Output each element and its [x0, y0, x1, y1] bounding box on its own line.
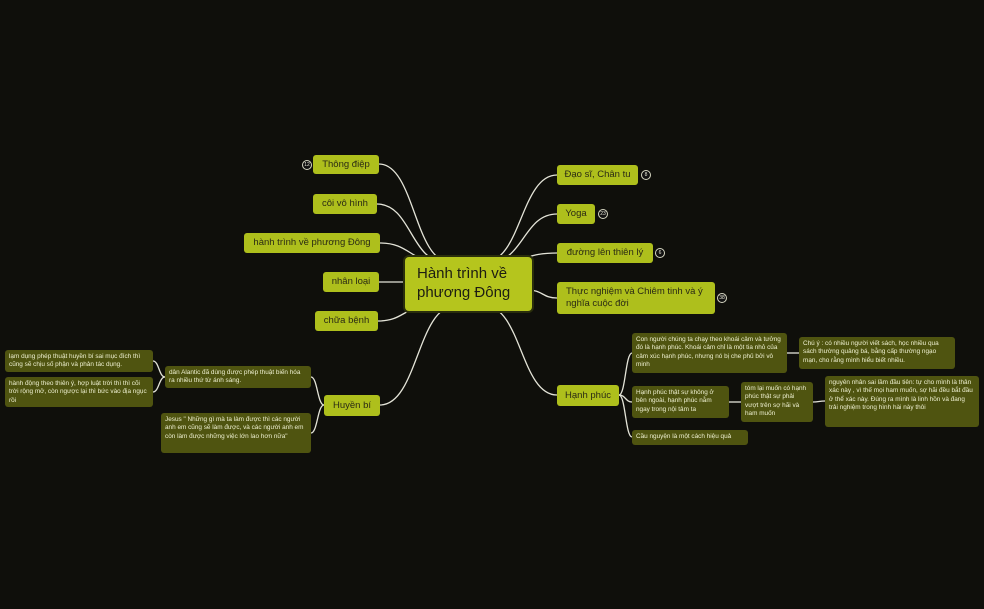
connector-line	[152, 360, 166, 378]
subtopic-hanh-dong[interactable]: hành động theo thiên ý, hợp luật trời th…	[5, 377, 153, 407]
subtopic-nguyen-nhan[interactable]: nguyên nhân sai lầm đầu tiên: tự cho mìn…	[825, 376, 979, 427]
topic-label: Hạnh phúc	[565, 389, 611, 401]
topic-huyen-bi[interactable]: Huyền bí	[324, 395, 380, 416]
topic-count-badge[interactable]: 8	[641, 170, 651, 180]
topic-label: Huyền bí	[332, 399, 372, 411]
connector-line	[484, 174, 558, 263]
topic-coi-vo-hinh[interactable]: côi vô hình	[313, 194, 377, 214]
topic-count-badge[interactable]: 12	[302, 160, 312, 170]
topic-label: Thực nghiệm và Chiêm tinh và ý nghĩa cuộ…	[566, 286, 703, 309]
topic-yoga[interactable]: Yoga	[557, 204, 595, 224]
connector-line	[618, 394, 633, 438]
connector-line	[310, 376, 325, 406]
subtopic-khoai-cam[interactable]: Con người chúng ta chạy theo khoái cảm v…	[632, 333, 787, 373]
subtopic-chu-y[interactable]: Chú ý : có nhiều người viết sách, học nh…	[799, 337, 955, 369]
subtopic-cau-nguyen[interactable]: Cầu nguyện là một cách hiệu quả	[632, 430, 748, 445]
topic-label: chữa bệnh	[323, 315, 370, 327]
subtopic-lam-dung[interactable]: lạm dụng phép thuật huyền bí sai mục đíc…	[5, 350, 153, 372]
connector-line	[310, 404, 325, 434]
topic-label: nhân loại	[331, 276, 371, 288]
subtopic-tom-lai[interactable]: tóm lại muốn có hạnh phúc thật sự phải v…	[741, 382, 813, 422]
connector-line	[489, 213, 558, 263]
topic-nhan-loai[interactable]: nhân loại	[323, 272, 379, 292]
subtopic-that-su[interactable]: Hạnh phúc thật sự không ở bên ngoài, hạn…	[632, 386, 729, 418]
topic-label: côi vô hình	[322, 198, 368, 210]
subtopic-jesus[interactable]: Jesus " Những gì mà ta làm được thì các …	[161, 413, 311, 453]
subtopic-atlantic[interactable]: dân Alantic đã dùng được phép thuật biến…	[165, 366, 311, 388]
topic-count-badge[interactable]: 6	[655, 248, 665, 258]
topic-label: Yoga	[565, 208, 587, 220]
topic-count-badge[interactable]: 23	[598, 209, 608, 219]
topic-thong-diep[interactable]: Thông điệp	[313, 155, 379, 174]
topic-label: Đạo sĩ, Chân tu	[564, 169, 631, 181]
topic-label: hành trình về phương Đông	[253, 237, 371, 249]
topic-label: Thông điệp	[322, 158, 370, 170]
connector-line	[152, 376, 166, 393]
connector-line	[378, 163, 451, 263]
topic-count-badge[interactable]: 38	[717, 293, 727, 303]
connector-line	[484, 305, 558, 396]
root-topic[interactable]: Hành trình về phương Đông	[405, 257, 532, 311]
connector-line	[527, 289, 558, 299]
connector-line	[618, 352, 633, 396]
topic-chua-benh[interactable]: chữa bệnh	[315, 311, 378, 331]
root-title: Hành trình về phương Đông	[417, 265, 511, 301]
connector-line	[379, 305, 456, 406]
topic-thuc-nghiem[interactable]: Thực nghiệm và Chiêm tinh và ý nghĩa cuộ…	[557, 282, 715, 314]
topic-duong-len-thien-ly[interactable]: đường lên thiên lý	[557, 243, 653, 263]
topic-dao-si[interactable]: Đạo sĩ, Chân tu	[557, 165, 638, 185]
topic-label: đường lên thiên lý	[566, 247, 644, 259]
topic-hanh-phuc[interactable]: Hạnh phúc	[557, 385, 619, 406]
connector-line	[812, 400, 826, 403]
topic-hanh-trinh[interactable]: hành trình về phương Đông	[244, 233, 380, 253]
